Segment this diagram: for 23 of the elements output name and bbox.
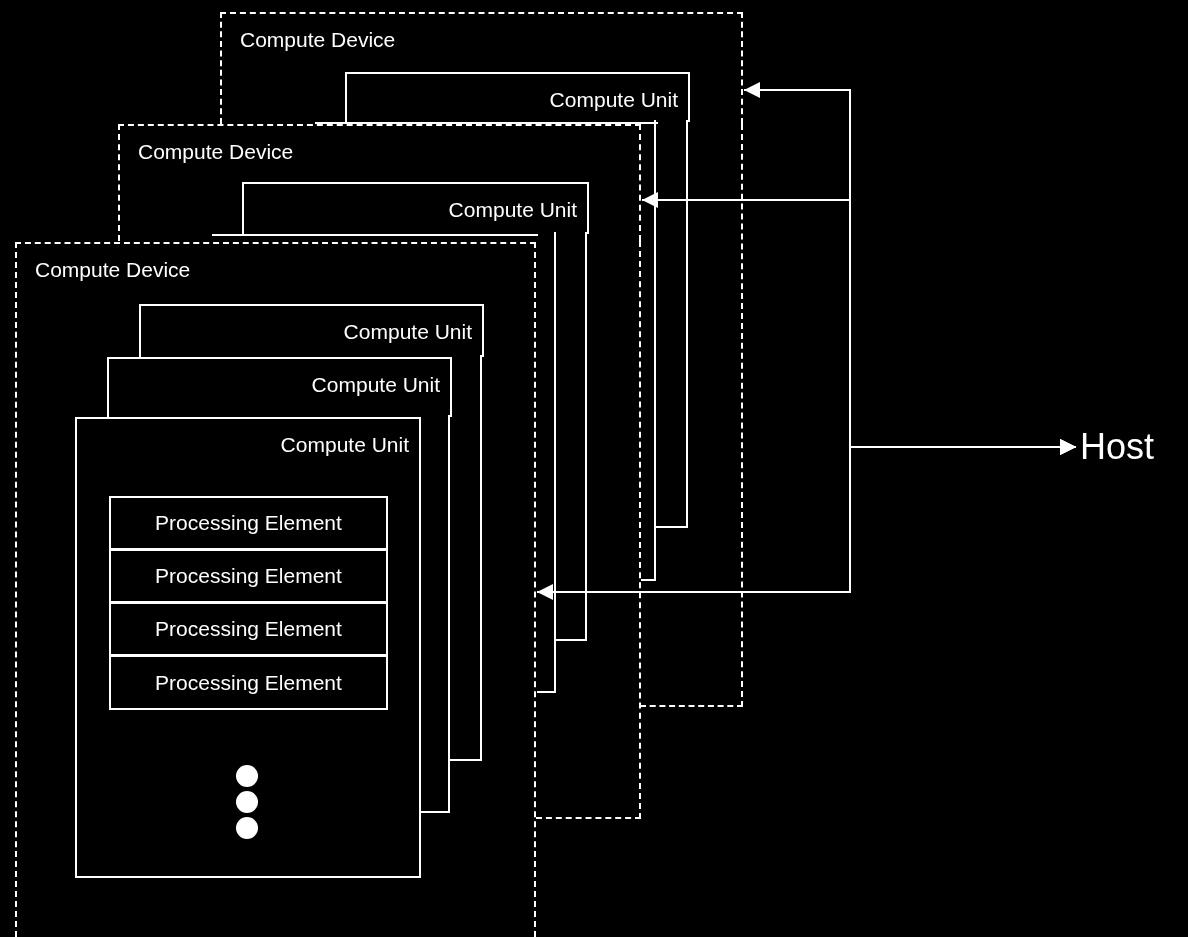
panel-title: Compute Unit bbox=[549, 88, 678, 112]
unit-panel bbox=[345, 72, 690, 122]
element-row: Processing Element bbox=[109, 655, 388, 710]
stacked-panel bbox=[315, 122, 658, 126]
element-row: Processing Element bbox=[109, 496, 388, 550]
frame-title: Compute Device bbox=[138, 140, 294, 164]
host-label: Host bbox=[1080, 426, 1155, 468]
arrow bbox=[536, 439, 1077, 600]
panel-title: Compute Unit bbox=[448, 198, 577, 222]
unit-panel bbox=[107, 357, 452, 417]
unit-panel bbox=[75, 417, 421, 878]
element-row: Processing Element bbox=[109, 549, 388, 603]
unit-panel bbox=[139, 304, 484, 357]
unit-panel bbox=[242, 182, 589, 234]
panel-title: Compute Unit bbox=[280, 433, 409, 457]
frame-title: Compute Device bbox=[240, 28, 396, 52]
element-row: Processing Element bbox=[109, 602, 388, 656]
frame-title: Compute Device bbox=[35, 258, 191, 282]
dashed-frame bbox=[118, 124, 641, 241]
dashed-frame bbox=[15, 242, 536, 937]
panel-title: Compute Unit bbox=[343, 320, 472, 344]
dashed-frame bbox=[220, 12, 743, 124]
panel-title: Compute Unit bbox=[311, 373, 440, 397]
